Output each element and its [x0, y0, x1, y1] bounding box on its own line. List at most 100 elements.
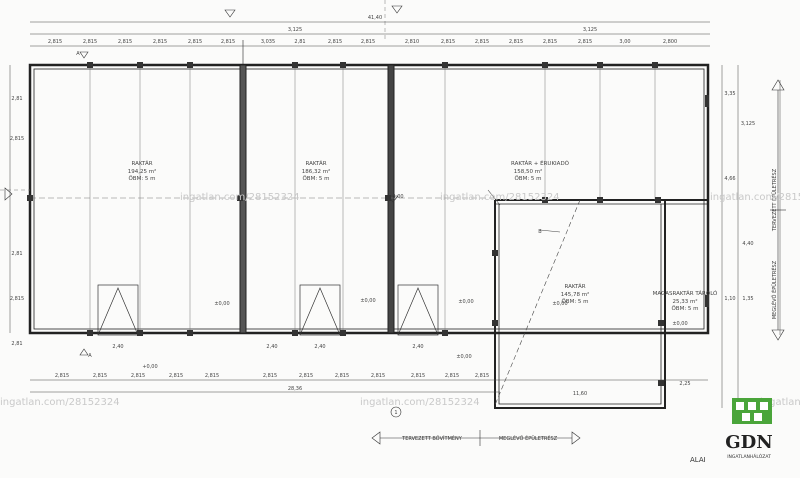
logo-text: GDN — [725, 432, 772, 453]
section-markers — [4, 5, 403, 418]
dim-cell: 2,815 — [445, 373, 459, 379]
room-labels: RAKTÁR 194,25 m² ÖBM: 5 m RAKTÁR 186,32 … — [128, 159, 718, 312]
level-mark: +0,00 — [142, 364, 157, 370]
side-labels: TERVEZETT ÉPÜLETRÉSZ MEGLÉVŐ ÉPÜLETRÉSZ — [770, 168, 778, 319]
dim-cell: 2,815 — [263, 373, 277, 379]
grid-label: A — [76, 51, 80, 57]
room-meta: ÖBM: 5 m — [128, 175, 155, 182]
column-grid — [0, 0, 656, 333]
dim-cell: 2,815 — [335, 373, 349, 379]
dim-cell: 2,815 — [361, 39, 375, 45]
room-area: 194,25 m² — [128, 168, 157, 175]
level-mark: ±0,00 — [214, 301, 229, 307]
room-area: 186,32 m² — [302, 168, 331, 175]
dim-cell: 2,815 — [328, 39, 342, 45]
dim-cell: 4,66 — [724, 176, 735, 182]
left-dimension-texts: 2,81 2,815 2,81 2,815 2,81 — [10, 96, 24, 347]
watermark: ingatlan.com/28152324 — [360, 397, 480, 408]
room-area: 25,33 m² — [672, 298, 697, 305]
dim-cell: 2,81 — [11, 251, 22, 257]
dim-cell: 11,60 — [573, 391, 587, 397]
dim-cell: 2,25 — [679, 381, 690, 387]
room-meta: ÖBM: 5 m — [671, 305, 698, 312]
door-dim: 2,40 — [412, 344, 423, 350]
dim-total: 41,40 — [368, 15, 382, 21]
dim-cell: 2,815 — [221, 39, 235, 45]
room-name: RAKTÁR — [305, 160, 326, 167]
door-dim: 2,40 — [112, 344, 123, 350]
level-mark: ±0,00 — [360, 298, 375, 304]
interior-walls — [239, 40, 395, 334]
dim-cell: 2,815 — [118, 39, 132, 45]
side-label-upper: TERVEZETT ÉPÜLETRÉSZ — [770, 168, 778, 232]
logo-house-icon — [732, 398, 772, 424]
dim-cell: 2,815 — [10, 136, 24, 142]
room-name: RAKTÁR — [564, 283, 585, 290]
dim-cell: 2,815 — [299, 373, 313, 379]
dim-cell: 2,815 — [475, 39, 489, 45]
building-outline — [28, 63, 710, 409]
dim-cell: 3,125 — [741, 121, 755, 127]
dim-cell: 3,00 — [619, 39, 630, 45]
marker-number: 1 — [394, 410, 397, 416]
level-marks: ±0,00 ±0,00 ±0,00 ±0,00 ±0,00 ±0,00 +0,0… — [76, 51, 687, 416]
grid-label: A — [88, 353, 92, 359]
dim-cell: 2,815 — [83, 39, 97, 45]
loading-gates — [97, 284, 439, 336]
dim-cell: 2,815 — [441, 39, 455, 45]
dim-cell: 2,815 — [10, 296, 24, 302]
dim-cell: 2,815 — [153, 39, 167, 45]
dim-cell: 2,815 — [93, 373, 107, 379]
dim-sub: 3,125 — [288, 27, 302, 33]
dim-sub: 3,125 — [583, 27, 597, 33]
top-dimension-texts: 41,40 3,125 3,125 2,815 2,815 2,815 2,81… — [48, 15, 677, 45]
watermark: ingatlan.com/28152324 — [0, 397, 120, 408]
dim-cell: 1,10 — [724, 296, 735, 302]
dim-cell: 3,35 — [724, 91, 735, 97]
dim-cell: 4,40 — [742, 241, 753, 247]
section-label-left: TERVEZETT BŐVÍTMÉNY — [401, 434, 463, 442]
corner-text: ALAI — [690, 456, 706, 464]
dim-cell: 2,815 — [509, 39, 523, 45]
dim-cell: 2,815 — [188, 39, 202, 45]
section-line-b — [487, 189, 581, 406]
dim-cell: 2,81 — [294, 39, 305, 45]
dim-cell: 1,35 — [742, 296, 753, 302]
dim-cell: 2,810 — [405, 39, 419, 45]
dimension-lines — [9, 21, 781, 408]
dim-cell: 2,815 — [48, 39, 62, 45]
dim-cell: 2,815 — [371, 373, 385, 379]
dim-cell: 2,815 — [578, 39, 592, 45]
dim-cell: 2,815 — [475, 373, 489, 379]
room-name: RAKTÁR + ÉRUKIADÓ — [511, 159, 570, 167]
dim-cell: 2,815 — [411, 373, 425, 379]
room-area: 158,50 m² — [514, 168, 543, 175]
watermark: ingatlan.com/28152324 — [180, 192, 300, 203]
room-area: 145,78 m² — [561, 291, 590, 298]
room-meta: ÖBM: 5 m — [561, 298, 588, 305]
side-section-arrows — [770, 79, 786, 341]
level-mark: ±0,00 — [552, 301, 567, 307]
room-name: RAKTÁR — [131, 160, 152, 167]
room-name: MAGASRAKTÁR TÁROLÓ — [653, 290, 718, 297]
bottom-dimension-texts: 2,815 2,815 2,815 2,815 2,815 2,815 2,81… — [55, 373, 691, 397]
door-dim: 3,00 — [392, 194, 403, 200]
level-mark: ±0,00 — [456, 354, 471, 360]
dim-cell: 2,800 — [663, 39, 677, 45]
bottom-section-arrows — [371, 430, 581, 446]
dim-cell: 2,81 — [11, 341, 22, 347]
dim-cell: 2,815 — [543, 39, 557, 45]
door-dim: 2,40 — [266, 344, 277, 350]
logo-subtitle: INGATLANHÁLÓZAT — [727, 453, 771, 460]
dim-cell: 2,815 — [169, 373, 183, 379]
grid-label: B — [538, 229, 542, 235]
right-dimension-texts: 3,35 3,125 4,66 4,40 1,10 1,35 — [724, 91, 755, 302]
door-dim: 2,40 — [314, 344, 325, 350]
dim-cell: 3,035 — [261, 39, 275, 45]
section-labels: TERVEZETT BŐVÍTMÉNY MEGLÉVŐ ÉPÜLETRÉSZ — [401, 434, 558, 442]
gdn-logo: GDN INGATLANHÁLÓZAT — [725, 398, 773, 460]
watermark: ingatlan.com/28152324 — [760, 397, 800, 408]
dim-cell: 2,815 — [131, 373, 145, 379]
section-label-right: MEGLÉVŐ ÉPÜLETRÉSZ — [499, 434, 558, 442]
